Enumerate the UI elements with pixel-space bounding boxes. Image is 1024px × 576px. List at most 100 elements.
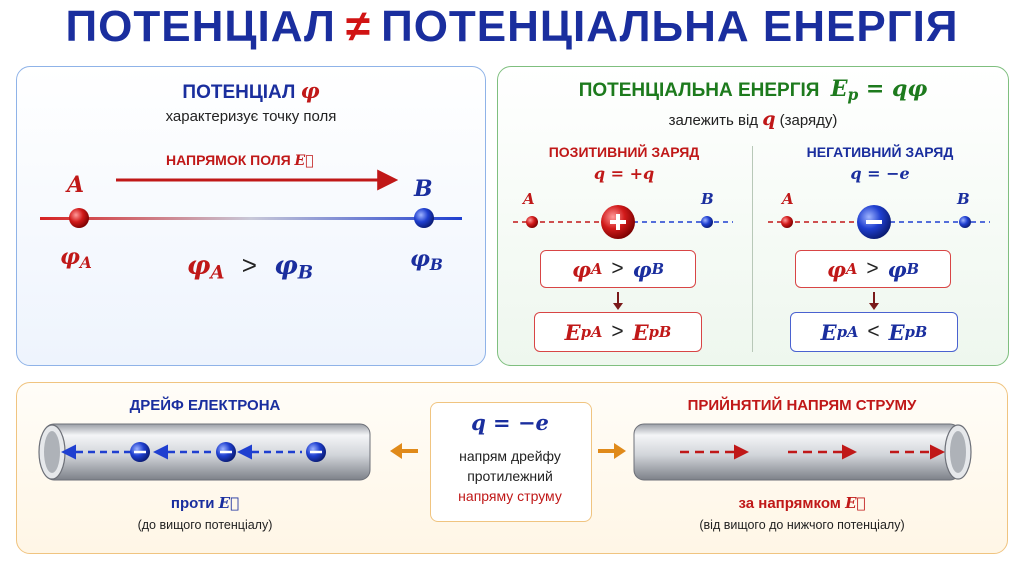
- neg-phi-rhs: φ: [887, 256, 907, 282]
- pos-phi-rhs-sub: B: [651, 260, 665, 278]
- phi-a-sub: A: [79, 253, 92, 272]
- potential-panel: [16, 66, 486, 366]
- energy-formula-rest: = qφ: [858, 76, 928, 102]
- energy-subtitle: залежить від q (заряду): [497, 108, 1009, 130]
- point-b-ball: [414, 208, 434, 228]
- potential-heading: ПОТЕНЦІАЛ φ: [16, 78, 486, 104]
- compare-rhs-sub: B: [297, 262, 314, 284]
- energy-heading: ПОТЕНЦІАЛЬНА ЕНЕРГІЯ Ep = qφ: [497, 76, 1009, 104]
- phi-b-symbol: φ: [410, 246, 430, 272]
- energy-divider: [752, 146, 753, 352]
- center-line-1: напрям дрейфу: [459, 448, 561, 464]
- left-orange-arrow-icon: [390, 443, 418, 459]
- center-line-2: протилежний: [467, 468, 553, 484]
- positive-charge-value: q = +q: [593, 164, 655, 183]
- point-b-label: B: [414, 176, 433, 202]
- pos-point-b-label: B: [701, 190, 714, 208]
- drift-caption-vector: E⃗: [218, 494, 240, 512]
- pos-phi-op: >: [611, 257, 624, 280]
- pos-e-op: >: [611, 320, 624, 343]
- electron-drift-tube: [38, 423, 371, 481]
- neg-phi-lhs-sub: A: [845, 260, 858, 278]
- current-direction-tube: [633, 423, 972, 481]
- current-heading: ПРИЙНЯТИЙ НАПРЯМ СТРУМУ: [687, 397, 917, 414]
- page-title: ПОТЕНЦІАЛ≠ПОТЕНЦІАЛЬНА ЕНЕРГІЯ: [0, 2, 1024, 58]
- potential-heading-text: ПОТЕНЦІАЛ: [182, 82, 296, 103]
- positive-charge-diagram: [513, 205, 733, 239]
- negative-charge-diagram: [768, 205, 990, 239]
- not-equal-symbol: ≠: [345, 2, 372, 51]
- drift-caption: проти E⃗: [40, 494, 370, 512]
- neg-point-b-label: B: [957, 190, 970, 208]
- field-direction-label: НАПРЯМОК ПОЛЯ E⃗: [166, 152, 314, 169]
- positive-down-arrow-icon: [613, 292, 623, 310]
- neg-e-rhs-sub: pB: [904, 323, 928, 341]
- compare-lhs: φ: [186, 251, 211, 281]
- drift-heading: ДРЕЙФ ЕЛЕКТРОНА: [129, 397, 281, 414]
- negative-charge-label: НЕГАТИВНИЙ ЗАРЯД: [806, 144, 954, 160]
- current-caption: за напрямком E⃗: [632, 494, 972, 512]
- negative-charge-value: q = −e: [850, 164, 910, 183]
- field-vector-e: E⃗: [294, 153, 314, 169]
- drift-note: (до вищого потенціалу): [137, 518, 273, 532]
- neg-e-rhs: E: [888, 319, 905, 345]
- point-a-ball: [69, 208, 89, 228]
- phi-a-label: φA: [60, 244, 92, 272]
- energy-heading-text: ПОТЕНЦІАЛЬНА ЕНЕРГІЯ: [578, 80, 820, 101]
- potential-subtitle: характеризує точку поля: [165, 108, 337, 125]
- neg-phi-rhs-sub: B: [906, 260, 920, 278]
- current-caption-text: за напрямком: [738, 495, 841, 512]
- potential-comparison: φA > φB: [150, 250, 350, 284]
- positive-charge-label: ПОЗИТИВНИЙ ЗАРЯД: [548, 144, 700, 160]
- pos-e-lhs: E: [564, 319, 581, 345]
- current-caption-vector: E⃗: [845, 494, 866, 512]
- pos-point-a-label: A: [523, 190, 535, 208]
- neg-phi-lhs: φ: [826, 256, 846, 282]
- energy-subtitle-q: q: [762, 108, 776, 130]
- field-direction-text: НАПРЯМОК ПОЛЯ: [166, 152, 291, 168]
- compare-rhs: φ: [274, 251, 298, 281]
- current-note: (від вищого до нижчого потенціалу): [699, 518, 905, 532]
- center-line-3: напряму струму: [458, 488, 562, 504]
- pos-phi-lhs-sub: A: [590, 260, 603, 278]
- pos-e-rhs: E: [632, 319, 649, 345]
- title-left: ПОТЕНЦІАЛ: [65, 2, 336, 51]
- neg-phi-op: >: [866, 257, 879, 280]
- plus-icon: [610, 214, 626, 230]
- negative-down-arrow-icon: [869, 292, 879, 310]
- energy-formula-sub: p: [847, 85, 859, 104]
- field-diagram: [40, 169, 462, 228]
- point-a-label: A: [67, 172, 85, 198]
- neg-e-op: <: [867, 320, 880, 343]
- neg-e-lhs: E: [820, 319, 837, 345]
- pos-phi-lhs: φ: [571, 256, 591, 282]
- compare-op: >: [241, 250, 257, 280]
- compare-lhs-sub: A: [210, 262, 225, 284]
- center-charge: q = −e: [471, 410, 549, 435]
- neg-point-a-label: A: [782, 190, 794, 208]
- drift-explanation-box: [430, 402, 592, 522]
- energy-subtitle-post: (заряду): [779, 112, 838, 129]
- neg-point-a-ball: [781, 216, 793, 228]
- energy-subtitle-pre: залежить від: [668, 112, 759, 129]
- phi-b-sub: B: [429, 255, 443, 274]
- pos-e-lhs-sub: pA: [580, 323, 603, 341]
- energy-formula-e: E: [830, 76, 848, 102]
- pos-e-rhs-sub: pB: [648, 323, 672, 341]
- neg-e-lhs-sub: pA: [836, 323, 859, 341]
- field-line: [40, 217, 462, 220]
- pos-phi-rhs: φ: [632, 256, 652, 282]
- phi-b-label: φB: [410, 246, 443, 274]
- pos-point-b-ball: [701, 216, 713, 228]
- title-right: ПОТЕНЦІАЛЬНА ЕНЕРГІЯ: [381, 2, 959, 51]
- phi-symbol: φ: [300, 78, 320, 103]
- phi-a-symbol: φ: [60, 244, 80, 270]
- pos-point-a-ball: [526, 216, 538, 228]
- right-orange-arrow-icon: [598, 443, 626, 459]
- neg-point-b-ball: [959, 216, 971, 228]
- drift-caption-text: проти: [170, 495, 215, 512]
